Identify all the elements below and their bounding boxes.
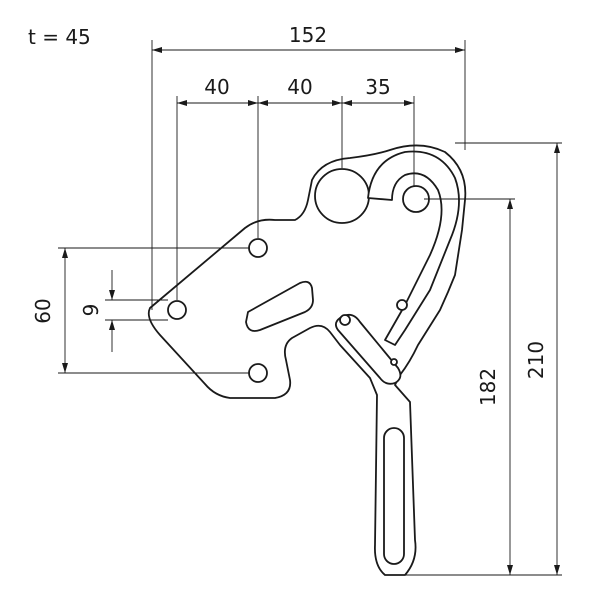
dim-hole-spacing-2: 40 xyxy=(287,75,312,99)
hole-lower xyxy=(248,363,268,383)
pin-hole-small xyxy=(396,299,408,311)
elongated-slot xyxy=(245,280,314,332)
dim-overall-height: 210 xyxy=(524,341,548,379)
lever-arm xyxy=(335,313,402,385)
hole-upper xyxy=(248,238,268,258)
dim-hole-spacing-1: 40 xyxy=(204,75,229,99)
dim-hole-offset: 9 xyxy=(79,304,103,317)
thickness-label: t = 45 xyxy=(28,25,91,49)
dim-vertical-hole-span: 60 xyxy=(31,298,55,323)
handle-slot xyxy=(383,427,405,565)
pin-hole-lever xyxy=(339,314,351,326)
left-jaw-lobe xyxy=(314,168,370,224)
dimension-arrows xyxy=(62,47,560,575)
hole-left xyxy=(167,300,187,320)
hook-jaw xyxy=(367,150,460,346)
pin-hole-tiny xyxy=(390,358,398,366)
dim-hole-spacing-3: 35 xyxy=(365,75,390,99)
dim-height-to-hole: 182 xyxy=(476,368,500,406)
dimension-lines xyxy=(58,40,562,576)
dim-overall-width: 152 xyxy=(289,23,327,47)
gripper-part xyxy=(147,144,467,576)
